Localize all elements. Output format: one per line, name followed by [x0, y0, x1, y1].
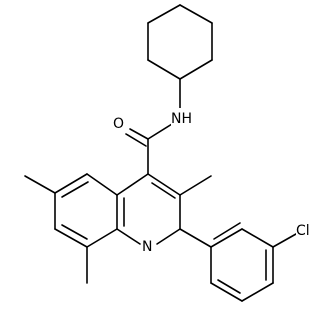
amide-nh-label: NH: [171, 111, 192, 127]
ring-nitrogen-label: N: [142, 239, 152, 255]
oxygen-label: O: [113, 116, 124, 132]
pyridine-ring: [116, 173, 181, 245]
methyl-groups: [24, 175, 212, 284]
chlorophenyl-ring: [179, 222, 297, 302]
amide-group: [125, 78, 181, 175]
cyclohexyl-ring: [147, 4, 213, 80]
chlorine-label: Cl: [296, 223, 310, 239]
benzo-ring: [54, 173, 118, 248]
